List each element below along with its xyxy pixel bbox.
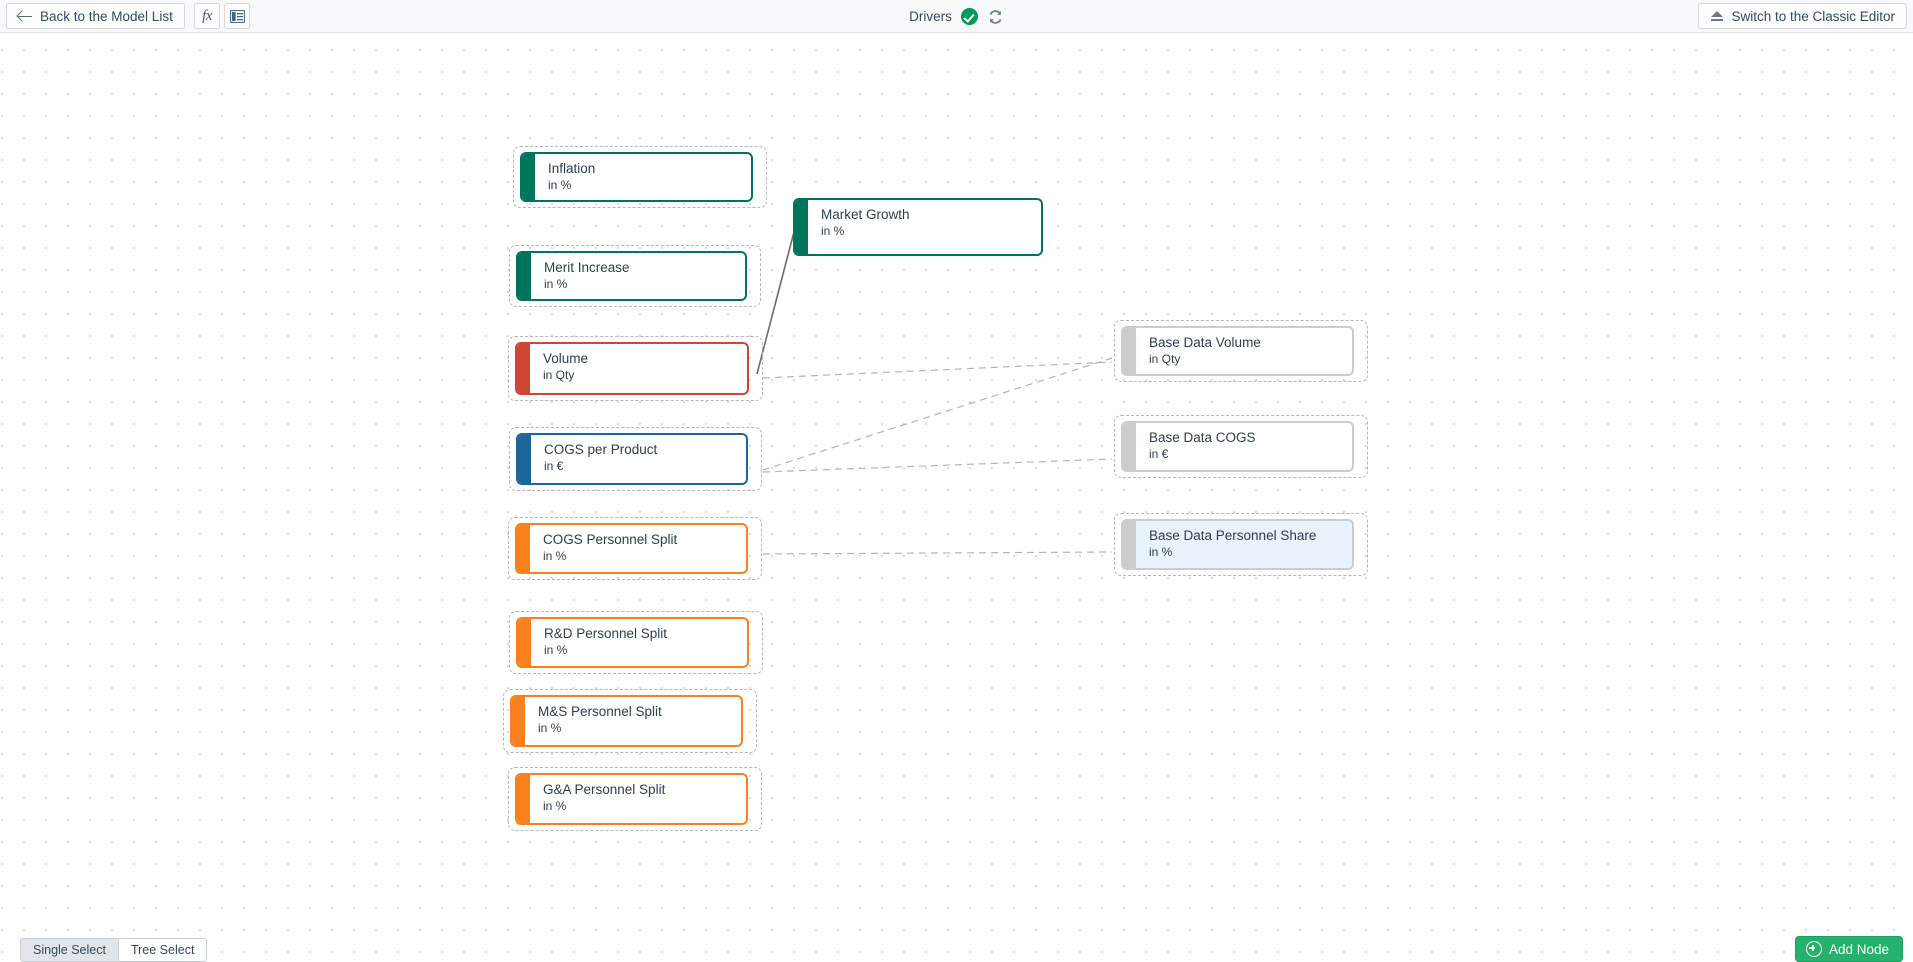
node-rnd-personnel[interactable]: R&D Personnel Split in % — [509, 611, 763, 674]
node-card-volume[interactable]: Volume in Qty — [515, 342, 749, 395]
node-color-bar — [522, 154, 535, 200]
node-unit: in Qty — [1149, 352, 1181, 366]
node-label: Base Data Personnel Share — [1149, 528, 1317, 543]
node-color-bar — [512, 697, 525, 745]
node-connection-port[interactable] — [758, 456, 765, 463]
node-card-ga-personnel[interactable]: G&A Personnel Split in % — [515, 773, 748, 825]
switch-to-classic-editor-label: Switch to the Classic Editor — [1731, 8, 1895, 24]
node-connection-port[interactable] — [1364, 348, 1371, 355]
node-color-bar — [517, 525, 530, 572]
node-merit-increase[interactable]: Merit Increase in % — [509, 245, 761, 307]
node-base-personnel[interactable]: Base Data Personnel Share in % — [1114, 513, 1368, 576]
panel-layout-icon — [229, 9, 245, 23]
eject-icon — [1710, 10, 1724, 23]
node-card-base-personnel[interactable]: Base Data Personnel Share in % — [1121, 519, 1354, 570]
refresh-icon[interactable] — [987, 9, 1004, 25]
node-market-growth[interactable]: Market Growth in % — [793, 198, 1043, 256]
node-connection-port[interactable] — [757, 273, 764, 280]
back-to-model-list-button[interactable]: Back to the Model List — [6, 3, 185, 29]
edge-volume-to-base-volume[interactable] — [762, 361, 1113, 379]
node-label: COGS per Product — [544, 442, 658, 457]
node-ga-personnel[interactable]: G&A Personnel Split in % — [508, 767, 762, 831]
node-label: Inflation — [548, 161, 596, 176]
node-color-bar — [1123, 423, 1136, 470]
node-card-market-growth[interactable]: Market Growth in % — [793, 198, 1043, 256]
node-base-cogs[interactable]: Base Data COGS in € — [1114, 415, 1368, 478]
edge-cogs-product-to-base-volume[interactable] — [762, 357, 1113, 471]
node-unit: in % — [548, 178, 572, 192]
node-connection-port[interactable] — [753, 718, 760, 725]
node-unit: in % — [544, 277, 568, 291]
edge-cogs-personnel-to-base-personnel[interactable] — [762, 551, 1113, 555]
node-cogs-product[interactable]: COGS per Product in € — [509, 427, 762, 491]
node-unit: in % — [543, 549, 567, 563]
node-connection-port[interactable] — [759, 365, 766, 372]
node-card-inflation[interactable]: Inflation in % — [520, 152, 753, 202]
node-inflation[interactable]: Inflation in % — [513, 146, 767, 208]
back-to-model-list-label: Back to the Model List — [40, 8, 173, 24]
node-color-bar — [1123, 328, 1136, 374]
node-label: Base Data Volume — [1149, 335, 1261, 350]
add-node-button[interactable]: Add Node — [1794, 936, 1903, 962]
node-ms-personnel[interactable]: M&S Personnel Split in % — [503, 689, 757, 753]
node-cogs-personnel[interactable]: COGS Personnel Split in % — [508, 517, 762, 580]
node-base-volume[interactable]: Base Data Volume in Qty — [1114, 320, 1368, 382]
formula-button[interactable]: fx — [194, 3, 220, 29]
node-unit: in % — [543, 799, 567, 813]
node-unit: in % — [1149, 545, 1173, 559]
node-unit: in € — [544, 459, 564, 473]
node-label: Volume — [543, 351, 589, 366]
node-connection-port[interactable] — [758, 796, 765, 803]
node-connection-port[interactable] — [1364, 541, 1371, 548]
node-label: Merit Increase — [544, 260, 630, 275]
header-center-group: Drivers — [0, 0, 1913, 33]
node-color-bar — [795, 200, 808, 254]
node-card-merit-increase[interactable]: Merit Increase in % — [516, 251, 747, 301]
arrow-left-icon — [18, 10, 33, 23]
node-card-base-volume[interactable]: Base Data Volume in Qty — [1121, 326, 1354, 376]
node-color-bar — [518, 253, 531, 299]
selection-mode-toggle[interactable]: Single Select Tree Select — [20, 938, 208, 962]
switch-to-classic-editor-button[interactable]: Switch to the Classic Editor — [1698, 3, 1907, 29]
node-color-bar — [517, 344, 530, 393]
app-header: Back to the Model List fx Drivers — [0, 0, 1913, 33]
node-card-rnd-personnel[interactable]: R&D Personnel Split in % — [516, 617, 749, 668]
node-volume[interactable]: Volume in Qty — [508, 336, 763, 401]
node-color-bar — [517, 775, 530, 823]
node-unit: in € — [1149, 447, 1169, 461]
node-label: COGS Personnel Split — [543, 532, 678, 547]
node-label: Market Growth — [821, 207, 910, 222]
node-label: M&S Personnel Split — [538, 704, 662, 719]
node-label: R&D Personnel Split — [544, 626, 668, 641]
node-color-bar — [518, 435, 531, 483]
check-circle-icon[interactable] — [960, 8, 978, 25]
node-card-cogs-personnel[interactable]: COGS Personnel Split in % — [515, 523, 748, 574]
edge-layer — [756, 227, 1113, 555]
node-unit: in % — [538, 721, 562, 735]
node-card-ms-personnel[interactable]: M&S Personnel Split in % — [510, 695, 743, 747]
node-color-bar — [1123, 521, 1136, 568]
single-select-button[interactable]: Single Select — [21, 939, 118, 961]
node-connection-port[interactable] — [1364, 443, 1371, 450]
node-unit: in % — [821, 224, 845, 238]
node-connection-port[interactable] — [763, 174, 770, 181]
fx-icon: fx — [202, 7, 212, 24]
page-title: Drivers — [909, 9, 952, 24]
node-label: Base Data COGS — [1149, 430, 1256, 445]
panel-layout-button[interactable] — [224, 3, 250, 29]
node-connection-port[interactable] — [758, 545, 765, 552]
plus-circle-icon — [1805, 941, 1822, 957]
node-connection-port[interactable] — [759, 639, 766, 646]
node-label: G&A Personnel Split — [543, 782, 666, 797]
edge-cogs-product-to-base-cogs[interactable] — [762, 458, 1113, 473]
node-unit: in % — [544, 643, 568, 657]
node-card-base-cogs[interactable]: Base Data COGS in € — [1121, 421, 1354, 472]
tree-select-button[interactable]: Tree Select — [117, 939, 207, 961]
add-node-label: Add Node — [1828, 941, 1889, 957]
node-card-cogs-product[interactable]: COGS per Product in € — [516, 433, 748, 485]
node-unit: in Qty — [543, 368, 575, 382]
node-color-bar — [518, 619, 531, 666]
